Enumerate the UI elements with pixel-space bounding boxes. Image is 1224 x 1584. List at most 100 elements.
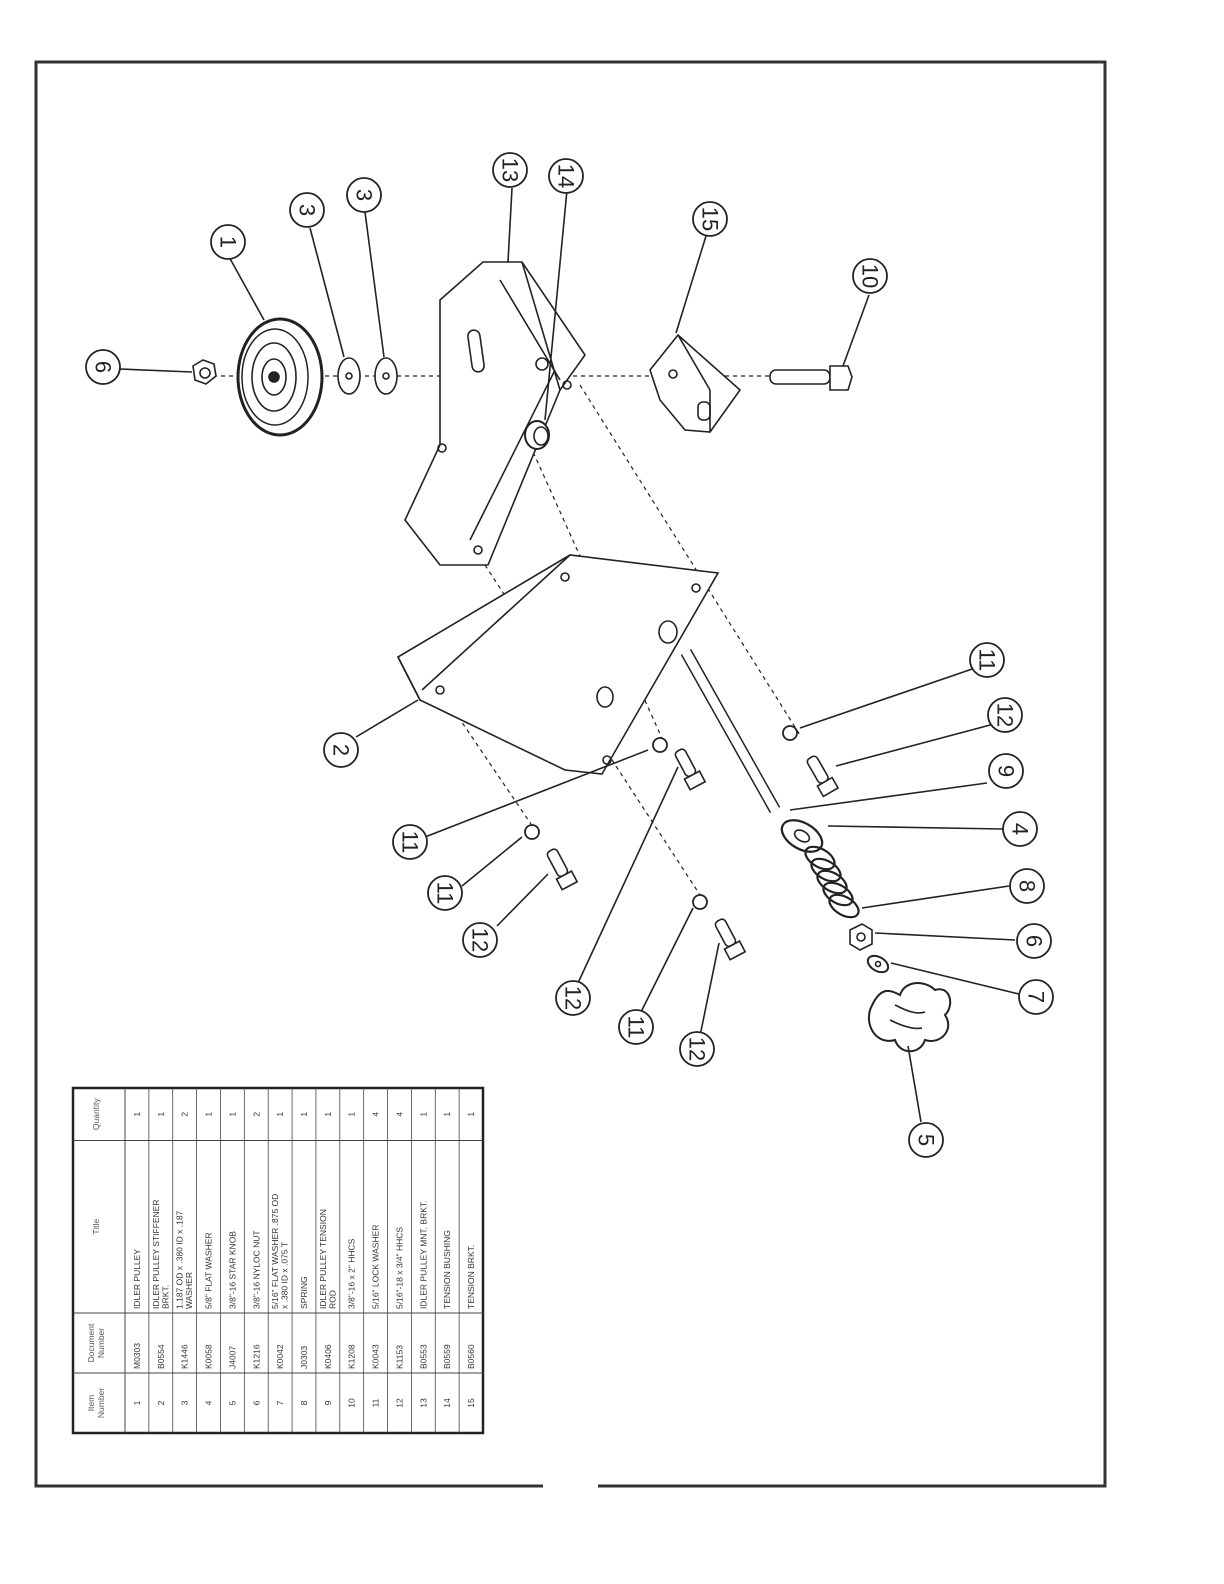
cell-quantity: 4 (371, 1112, 381, 1117)
callout-number: 7 (1024, 991, 1049, 1003)
part-hex-bolts-12 (546, 748, 840, 961)
callout-number: 4 (1008, 823, 1033, 835)
cell-item-number: 2 (156, 1400, 166, 1405)
cell-title: IDLER PULLEY TENSIONROD (318, 1209, 338, 1309)
callout-balloon-3: 3 (346, 177, 382, 213)
cell-quantity: 2 (251, 1112, 261, 1117)
part-washers-pair (337, 357, 398, 395)
part-hex-bolt-10 (769, 365, 853, 391)
callout-balloon-14: 14 (548, 158, 584, 194)
cell-quantity: 4 (394, 1112, 404, 1117)
callout-balloon-2: 2 (323, 732, 359, 768)
cell-quantity: 1 (323, 1112, 333, 1117)
callout-balloon-6: 6 (85, 349, 121, 385)
cell-item-number: 9 (323, 1400, 333, 1405)
callout-balloon-8: 8 (1009, 868, 1045, 904)
cell-quantity: 1 (227, 1112, 237, 1117)
callout-balloon-6: 6 (1016, 923, 1052, 959)
callout-balloon-11: 11 (969, 642, 1005, 678)
callout-number: 11 (398, 831, 423, 854)
part-tension-rod (680, 649, 781, 813)
cell-item-number: 13 (418, 1398, 428, 1408)
part-spring (804, 845, 860, 919)
callout-number: 6 (1022, 935, 1047, 947)
cell-document-number: J4007 (227, 1346, 237, 1369)
callout-number: 12 (685, 1037, 710, 1061)
part-nylon-nut-lower (849, 923, 873, 951)
part-star-knob (867, 982, 952, 1053)
callout-number: 11 (433, 882, 458, 905)
callout-balloon-4: 4 (1002, 811, 1038, 847)
cell-title: 3/8"-16 STAR KNOB (227, 1231, 237, 1309)
callout-balloon-12: 12 (987, 697, 1023, 733)
cell-item-number: 12 (394, 1398, 404, 1408)
callout-number: 12 (561, 986, 586, 1010)
cell-quantity: 1 (442, 1112, 452, 1117)
callout-number: 1 (216, 236, 241, 248)
cell-item-number: 10 (347, 1398, 357, 1408)
callout-balloon-3: 3 (289, 192, 325, 228)
cell-item-number: 6 (251, 1400, 261, 1405)
callout-number: 5 (914, 1134, 939, 1146)
cell-item-number: 15 (466, 1398, 476, 1408)
part-flat-washer-7 (866, 954, 890, 974)
part-tension-bushing (524, 420, 550, 450)
callout-balloon-13: 13 (492, 152, 528, 188)
cell-document-number: K0406 (323, 1344, 333, 1369)
cell-document-number: B0559 (442, 1344, 452, 1369)
callout-number: 10 (858, 264, 883, 288)
cell-title: IDLER PULLEY STIFFENERBRKT. (151, 1200, 171, 1309)
callout-balloon-11: 11 (427, 875, 463, 911)
callout-number: 3 (352, 189, 377, 201)
callout-number: 8 (1015, 880, 1040, 892)
callout-number: 14 (554, 164, 579, 188)
cell-title: IDLER PULLEY MNT. BRKT. (418, 1201, 428, 1310)
callout-balloon-5: 5 (908, 1122, 944, 1158)
callout-number: 12 (468, 928, 493, 952)
cell-quantity: 1 (204, 1112, 214, 1117)
cell-document-number: K1153 (394, 1345, 404, 1369)
cell-item-number: 4 (204, 1400, 214, 1405)
callout-number: 12 (993, 703, 1018, 727)
cell-quantity: 1 (132, 1112, 142, 1117)
cell-quantity: 1 (275, 1112, 285, 1117)
header-quantity: Quantity (91, 1098, 101, 1130)
part-tension-bracket (649, 333, 742, 433)
callout-balloon-9: 9 (988, 753, 1024, 789)
header-item-number: ItemNumber (86, 1388, 106, 1418)
callout-balloon-12: 12 (679, 1031, 715, 1067)
cell-title: 3/8"-16 x 2" HHCS (347, 1238, 357, 1309)
cell-item-number: 7 (275, 1400, 285, 1405)
cell-document-number: K1208 (347, 1344, 357, 1369)
table-row: 2 B0554 IDLER PULLEY STIFFENERBRKT. 1 (151, 1112, 171, 1406)
cell-title: TENSION BRKT. (466, 1245, 476, 1309)
cell-document-number: B0560 (466, 1344, 476, 1369)
leader-lines (119, 187, 1020, 1123)
callout-balloon-7: 7 (1018, 979, 1054, 1015)
callout-number: 2 (329, 744, 354, 756)
callout-balloon-15: 15 (692, 201, 728, 237)
part-nylon-nut-top (192, 359, 217, 385)
cell-quantity: 2 (180, 1112, 190, 1117)
cell-item-number: 14 (442, 1398, 452, 1408)
cell-quantity: 1 (156, 1112, 166, 1117)
cell-quantity: 1 (466, 1112, 476, 1117)
parts-list-table: ItemNumberDocumentNumberTitleQuantity1M0… (71, 1086, 485, 1435)
header-document-number: DocumentNumber (86, 1323, 106, 1362)
cell-document-number: M0303 (132, 1343, 142, 1369)
cell-document-number: B0554 (156, 1344, 166, 1369)
cell-title: 3/8"-16 NYLOC NUT (251, 1230, 261, 1309)
cell-title: IDLER PULLEY (132, 1249, 142, 1309)
cell-document-number: K0043 (371, 1344, 381, 1369)
callout-balloon-12: 12 (555, 980, 591, 1016)
callout-balloon-10: 10 (852, 258, 888, 294)
callout-number: 11 (975, 649, 1000, 672)
